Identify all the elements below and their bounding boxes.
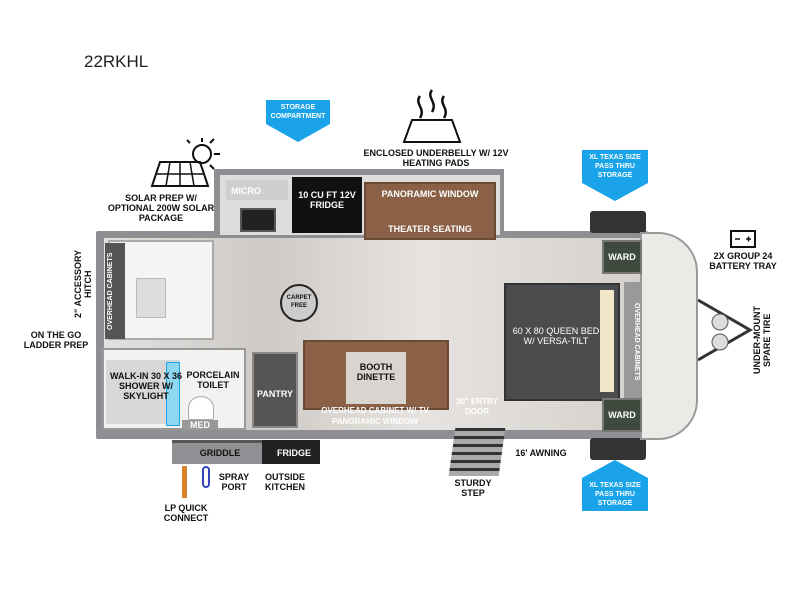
med-label: MED bbox=[182, 420, 218, 430]
spray-hose-icon bbox=[202, 466, 210, 488]
rear-overhead-cabinets bbox=[105, 243, 125, 339]
entry-step bbox=[448, 428, 506, 476]
pass-thru-bottom-label: XL TEXAS SIZE PASS THRU STORAGE bbox=[582, 478, 648, 511]
pantry bbox=[252, 352, 298, 428]
dinette-label: BOOTH DINETTE bbox=[356, 362, 396, 382]
solar-label: SOLAR PREP W/ OPTIONAL 200W SOLAR PACKAG… bbox=[107, 193, 215, 223]
wardrobe-bottom bbox=[602, 398, 642, 432]
lp-label: LP QUICK CONNECT bbox=[163, 503, 209, 523]
bed-label: 60 X 80 QUEEN BED W/ VERSA-TILT bbox=[512, 326, 600, 346]
panoramic-window-top-label: PANORAMIC WINDOW bbox=[381, 189, 479, 199]
front-cap bbox=[640, 232, 698, 440]
pass-thru-top-label: XL TEXAS SIZE PASS THRU STORAGE bbox=[582, 150, 648, 183]
toilet-label: PORCELAIN TOILET bbox=[186, 370, 240, 390]
awning-label: 16' AWNING bbox=[515, 448, 567, 458]
storage-compartment-callout: STORAGE COMPARTMENT bbox=[266, 100, 330, 142]
shower-door bbox=[166, 362, 180, 426]
overhead-tv-label: OVERHEAD CABINET W/ TV PANORAMIC WINDOW bbox=[321, 406, 429, 426]
pass-thru-bottom-callout: XL TEXAS SIZE PASS THRU STORAGE bbox=[582, 460, 648, 511]
underbelly-label: ENCLOSED UNDERBELLY W/ 12V HEATING PADS bbox=[363, 148, 509, 168]
hitch-label: 2" ACCESSORY HITCH bbox=[73, 249, 93, 319]
outside-fridge bbox=[262, 440, 320, 464]
ladder-label: ON THE GO LADDER PREP bbox=[23, 330, 89, 350]
ward-bottom-label: WARD bbox=[608, 410, 636, 420]
sink bbox=[136, 278, 166, 318]
model-title: 22RKHL bbox=[84, 52, 149, 71]
pass-thru-top-callout: XL TEXAS SIZE PASS THRU STORAGE bbox=[582, 150, 648, 201]
dinette-table bbox=[346, 352, 406, 404]
step-label: STURDY STEP bbox=[454, 478, 492, 498]
micro-label: MICRO bbox=[231, 186, 261, 196]
battery-label: 2X GROUP 24 BATTERY TRAY bbox=[709, 251, 777, 271]
griddle-label: GRIDDLE bbox=[199, 448, 241, 458]
pantry-label: PANTRY bbox=[257, 389, 293, 399]
carpet-free-label: CARPET FREE bbox=[286, 295, 312, 309]
toilet bbox=[188, 396, 214, 420]
cooktop bbox=[240, 208, 276, 232]
entry-door-label: 30" ENTRY DOOR bbox=[456, 397, 498, 416]
wardrobe-top bbox=[602, 240, 642, 274]
headboard bbox=[600, 290, 614, 392]
microwave bbox=[226, 180, 288, 200]
pass-thru-bottom bbox=[590, 438, 646, 460]
front-overhead-cabinets bbox=[624, 282, 642, 402]
ward-top-label: WARD bbox=[608, 252, 636, 262]
overhead-front-label: OVERHEAD CABINETS bbox=[633, 303, 640, 381]
theater-seating-label: THEATER SEATING bbox=[388, 224, 472, 234]
storage-compartment-label: STORAGE COMPARTMENT bbox=[266, 100, 330, 124]
shower-label: WALK-IN 30 X 36 SHOWER W/ SKYLIGHT bbox=[109, 371, 183, 401]
lp-connector-icon bbox=[182, 466, 187, 498]
bath-sink-area bbox=[108, 240, 214, 340]
overhead-rear-label: OVERHEAD CABINETS bbox=[107, 252, 114, 330]
solar-panel-icon bbox=[150, 138, 220, 187]
pass-thru-top bbox=[590, 211, 646, 233]
outside-fridge-label: FRIDGE bbox=[276, 448, 311, 458]
carpet-free-badge bbox=[280, 284, 318, 322]
fridge bbox=[292, 177, 362, 233]
spray-label: SPRAY PORT bbox=[218, 472, 250, 492]
battery-icon bbox=[730, 230, 756, 248]
outside-kitchen-label: OUTSIDE KITCHEN bbox=[264, 472, 305, 492]
theater-seating bbox=[364, 182, 496, 240]
fridge-label: 10 CU FT 12V FRIDGE bbox=[298, 190, 356, 210]
heat-icon bbox=[402, 89, 462, 143]
tongue-and-spare-tire bbox=[698, 298, 754, 362]
